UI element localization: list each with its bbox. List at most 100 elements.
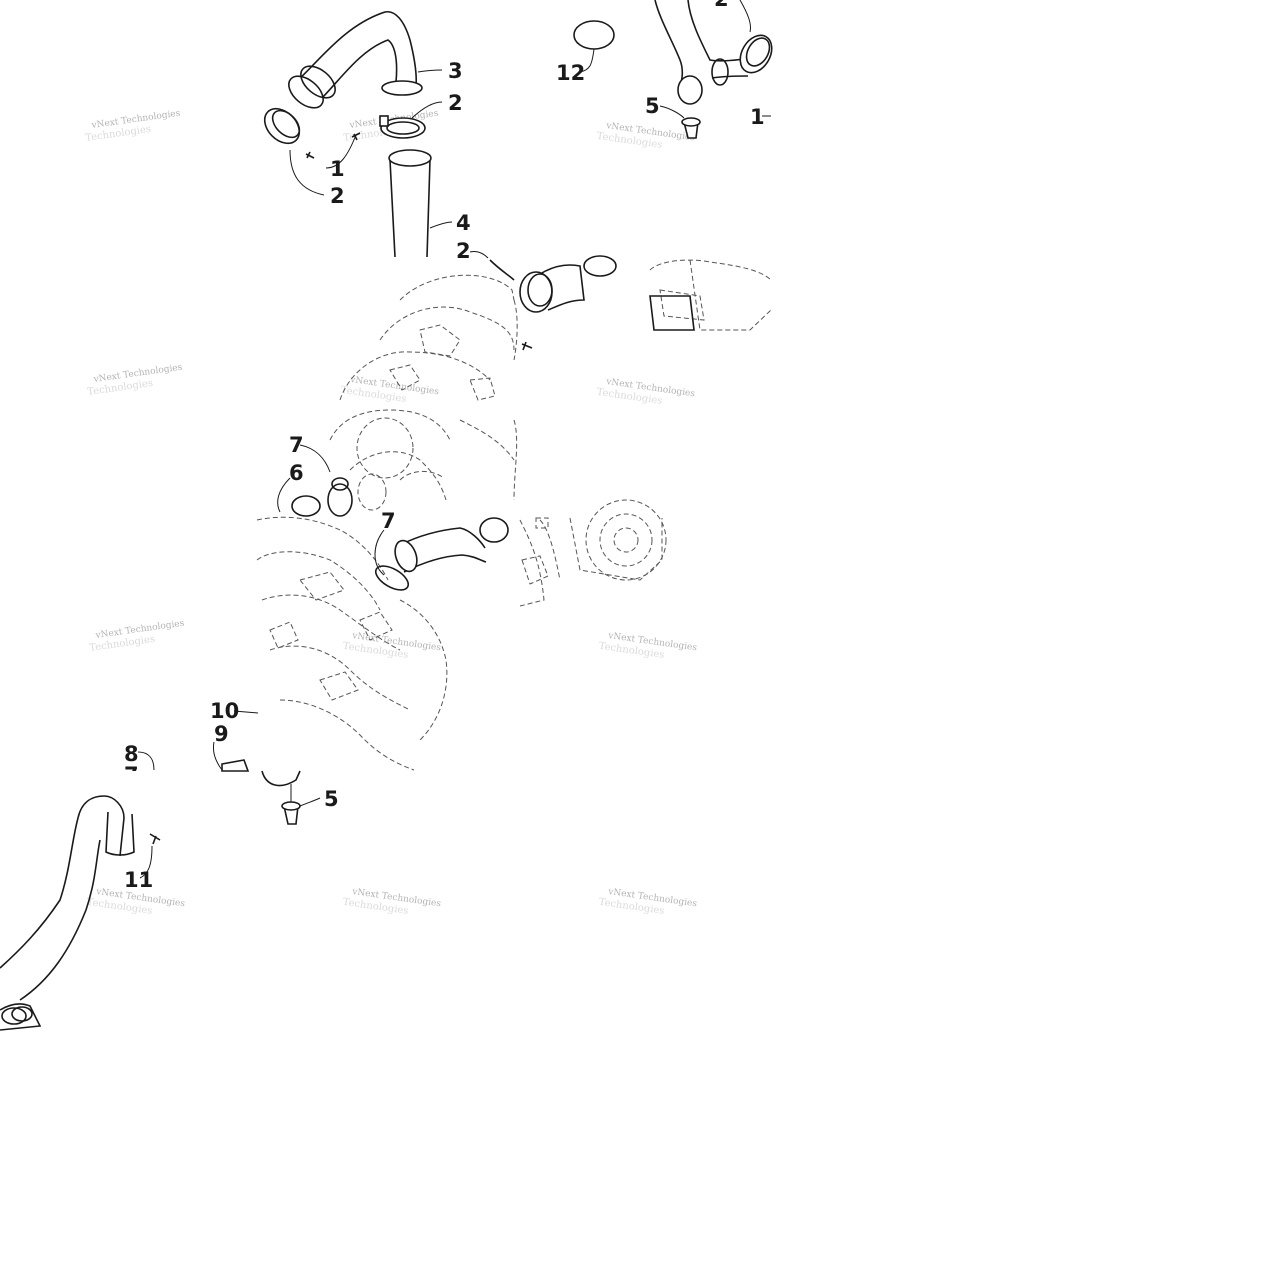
pipe-end xyxy=(388,149,432,167)
callout-3: 3 xyxy=(448,59,463,83)
watermark: vNext Technologies Technologies xyxy=(85,109,182,144)
clamp-part-2 xyxy=(739,34,773,74)
clamp-part-2 xyxy=(271,109,301,139)
leader-line xyxy=(739,0,751,33)
leader-line xyxy=(137,751,155,771)
callout-2: 2 xyxy=(330,184,345,208)
clamp-ring xyxy=(583,255,617,277)
engine-detail xyxy=(389,324,496,401)
lower-hose-end xyxy=(0,1003,42,1031)
tile-edge-mask xyxy=(120,771,160,785)
leader-line xyxy=(299,797,321,807)
tile-upper-right: 12 2 5 1 xyxy=(556,0,773,139)
leader-line xyxy=(233,710,259,714)
clamp-part-2 xyxy=(386,121,420,135)
plug-head xyxy=(681,117,701,127)
flange xyxy=(649,295,695,331)
callout-7: 7 xyxy=(289,433,304,457)
screw-part-11 xyxy=(149,833,161,845)
hose-stub xyxy=(105,811,135,856)
engine-outline xyxy=(256,516,448,771)
clamp-part-7 xyxy=(479,517,509,543)
o-ring xyxy=(374,565,410,591)
watermark: vNext Technologies Technologies xyxy=(89,619,186,654)
engine-port xyxy=(356,417,414,479)
leader-line xyxy=(417,69,443,73)
hose-end-ring xyxy=(381,80,423,96)
watermark: vNext Technologies Technologies xyxy=(87,363,184,398)
leader-line xyxy=(299,444,331,473)
callout-6: 6 xyxy=(289,461,304,485)
callout-8: 8 xyxy=(124,742,139,766)
t-hose xyxy=(654,0,749,89)
tile-lower-hose: 11 8 7 xyxy=(0,742,161,1031)
hose-end-ring xyxy=(288,75,324,109)
hose-end-ring xyxy=(1,1007,27,1025)
watermark: vNext Technologies Technologies xyxy=(598,887,698,917)
engine-port xyxy=(357,473,387,511)
clamp-part-2 xyxy=(745,37,771,67)
callout-4: 4 xyxy=(456,211,471,235)
leader-line xyxy=(469,251,489,259)
o-ring-part-6 xyxy=(327,483,353,517)
engine-outline xyxy=(519,517,663,607)
elbow-hose-part-3 xyxy=(295,11,417,101)
leader-line xyxy=(429,221,453,229)
fitting-part-9 xyxy=(221,759,250,772)
screw xyxy=(521,341,533,351)
snap-ring-part-12 xyxy=(573,20,615,50)
watermark: vNext Technologies Technologies xyxy=(598,631,698,661)
callout-7: 7 xyxy=(381,509,396,533)
leader-line xyxy=(411,101,443,119)
engine-detail xyxy=(269,571,393,701)
leader-line xyxy=(277,477,291,513)
pipe-part-4 xyxy=(389,159,431,258)
hose-end-ring xyxy=(300,65,336,99)
tile-engine-lower: 7 10 xyxy=(210,509,509,771)
tile-engine-front: 7 6 xyxy=(277,259,515,517)
callout-10: 10 xyxy=(210,699,239,723)
leader-line xyxy=(213,741,223,771)
watermark: vNext Technologies Technologies xyxy=(340,375,440,405)
hose-end-ring xyxy=(711,58,729,86)
hose-end-ring xyxy=(527,273,553,307)
hose-end-ring xyxy=(11,1006,33,1022)
screw-part-1 xyxy=(305,151,315,159)
hose-stub xyxy=(489,259,515,281)
callout-1: 1 xyxy=(330,157,345,181)
tile-engine-right xyxy=(513,255,772,501)
engine-outline xyxy=(329,274,515,501)
tile-flywheel xyxy=(519,499,667,607)
callout-2: 2 xyxy=(456,239,471,263)
watermark: vNext Technologies Technologies xyxy=(596,121,696,151)
tile-upper-hose: 3 2 1 2 4 2 xyxy=(263,11,489,263)
bracket xyxy=(261,770,301,787)
lower-hose xyxy=(0,795,125,1001)
hose-part-7 xyxy=(399,527,487,573)
leader-line xyxy=(325,134,357,169)
tile-drain: 9 5 xyxy=(213,722,339,825)
o-ring-part-6 xyxy=(291,495,321,517)
callout-5: 5 xyxy=(324,787,339,811)
callout-2: 2 xyxy=(714,0,729,11)
callout-11: 11 xyxy=(124,868,153,892)
flywheel-mid xyxy=(599,513,653,567)
callout-5: 5 xyxy=(645,94,660,118)
flywheel-outer xyxy=(585,499,667,581)
hose-end-ring xyxy=(677,75,703,105)
leader-line xyxy=(659,105,685,119)
leader-line xyxy=(374,529,385,576)
callout-1: 1 xyxy=(750,105,765,129)
callout-2: 2 xyxy=(448,91,463,115)
clamp-screw-block xyxy=(379,115,389,127)
watermark: vNext Technologies Technologies xyxy=(342,887,442,917)
callout-12: 12 xyxy=(556,61,585,85)
watermark: vNext Technologies Technologies xyxy=(596,377,696,407)
engine-detail xyxy=(521,555,549,585)
watermark-grid: vNext Technologies Technologies vNext Te… xyxy=(85,109,698,917)
leader-line xyxy=(289,149,325,196)
engine-outline xyxy=(513,259,772,501)
plug-head xyxy=(281,801,301,811)
